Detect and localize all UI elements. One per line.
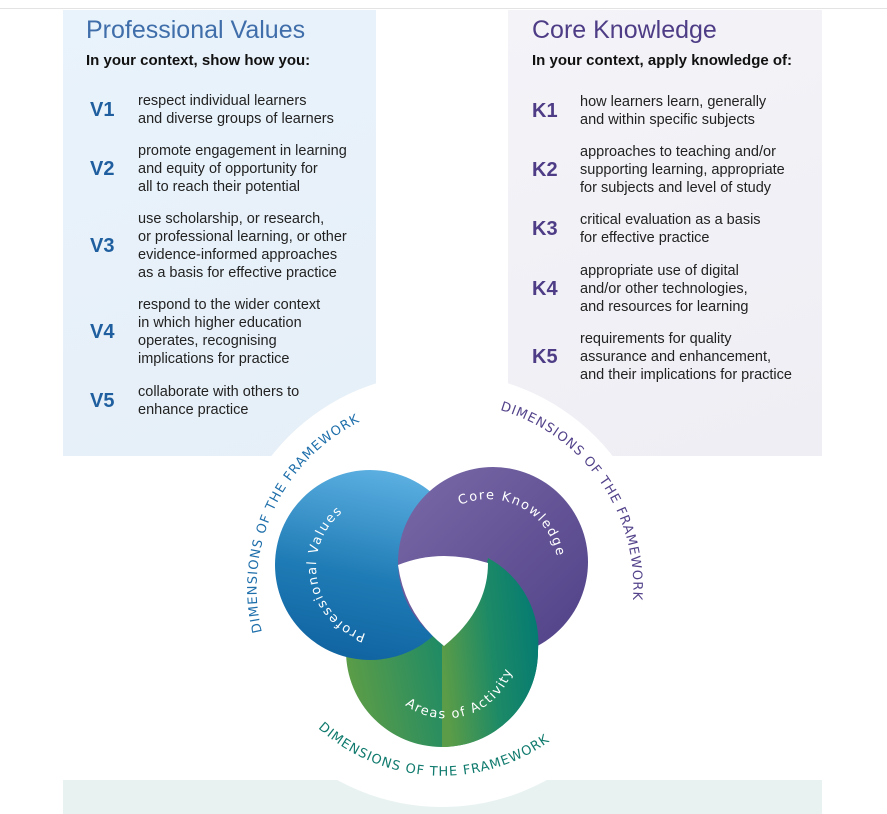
value-item-v4: V4 respond to the wider context in which … — [90, 296, 320, 368]
professional-values-panel — [63, 10, 376, 456]
item-code: K3 — [532, 217, 558, 240]
knowledge-item-k5: K5 requirements for quality assurance and… — [532, 330, 792, 384]
item-code: V1 — [90, 98, 115, 121]
areas-of-activity-overlap — [442, 558, 539, 747]
knowledge-item-k3: K3 critical evaluation as a basis for eff… — [532, 211, 761, 247]
item-text: how learners learn, generally and within… — [580, 94, 767, 128]
item-text: respect individual learners and diverse … — [138, 93, 334, 127]
item-code: V2 — [90, 157, 115, 180]
item-code: K1 — [532, 99, 558, 122]
knowledge-item-k2: K2 approaches to teaching and/or supporti… — [532, 143, 785, 197]
professional-values-title: Professional Values — [86, 16, 306, 44]
core-knowledge-subtitle: In your context, apply knowledge of: — [532, 52, 793, 69]
value-item-v3: V3 use scholarship, or research, or profe… — [90, 210, 347, 282]
center-hole — [398, 555, 488, 646]
item-code: V3 — [90, 234, 115, 257]
item-text: critical evaluation as a basis for effec… — [580, 212, 761, 246]
value-item-v1: V1 respect individual learners and divers… — [90, 92, 334, 128]
knowledge-item-k4: K4 appropriate use of digital and/or othe… — [532, 262, 748, 316]
item-text: approaches to teaching and/or supporting… — [580, 144, 785, 196]
professional-values-subtitle: In your context, show how you: — [86, 52, 311, 69]
knowledge-item-k1: K1 how learners learn, generally and with… — [532, 93, 766, 129]
core-knowledge-title: Core Knowledge — [532, 16, 717, 44]
value-item-v5: V5 collaborate with others to enhance pra… — [90, 383, 299, 419]
item-code: V5 — [90, 389, 115, 412]
item-text: respond to the wider context in which hi… — [138, 297, 321, 367]
item-text: appropriate use of digital and/or other … — [580, 263, 749, 315]
item-code: K2 — [532, 158, 558, 181]
item-text: requirements for quality assurance and e… — [580, 331, 792, 383]
item-text: collaborate with others to enhance pract… — [138, 384, 300, 418]
item-text: promote engagement in learning and equit… — [138, 143, 347, 195]
item-code: V4 — [90, 320, 115, 343]
item-text: use scholarship, or research, or profess… — [138, 211, 347, 281]
core-knowledge-panel — [508, 10, 822, 456]
item-code: K5 — [532, 345, 558, 368]
top-divider — [0, 8, 887, 9]
value-item-v2: V2 promote engagement in learning and equ… — [90, 142, 347, 196]
item-code: K4 — [532, 277, 558, 300]
